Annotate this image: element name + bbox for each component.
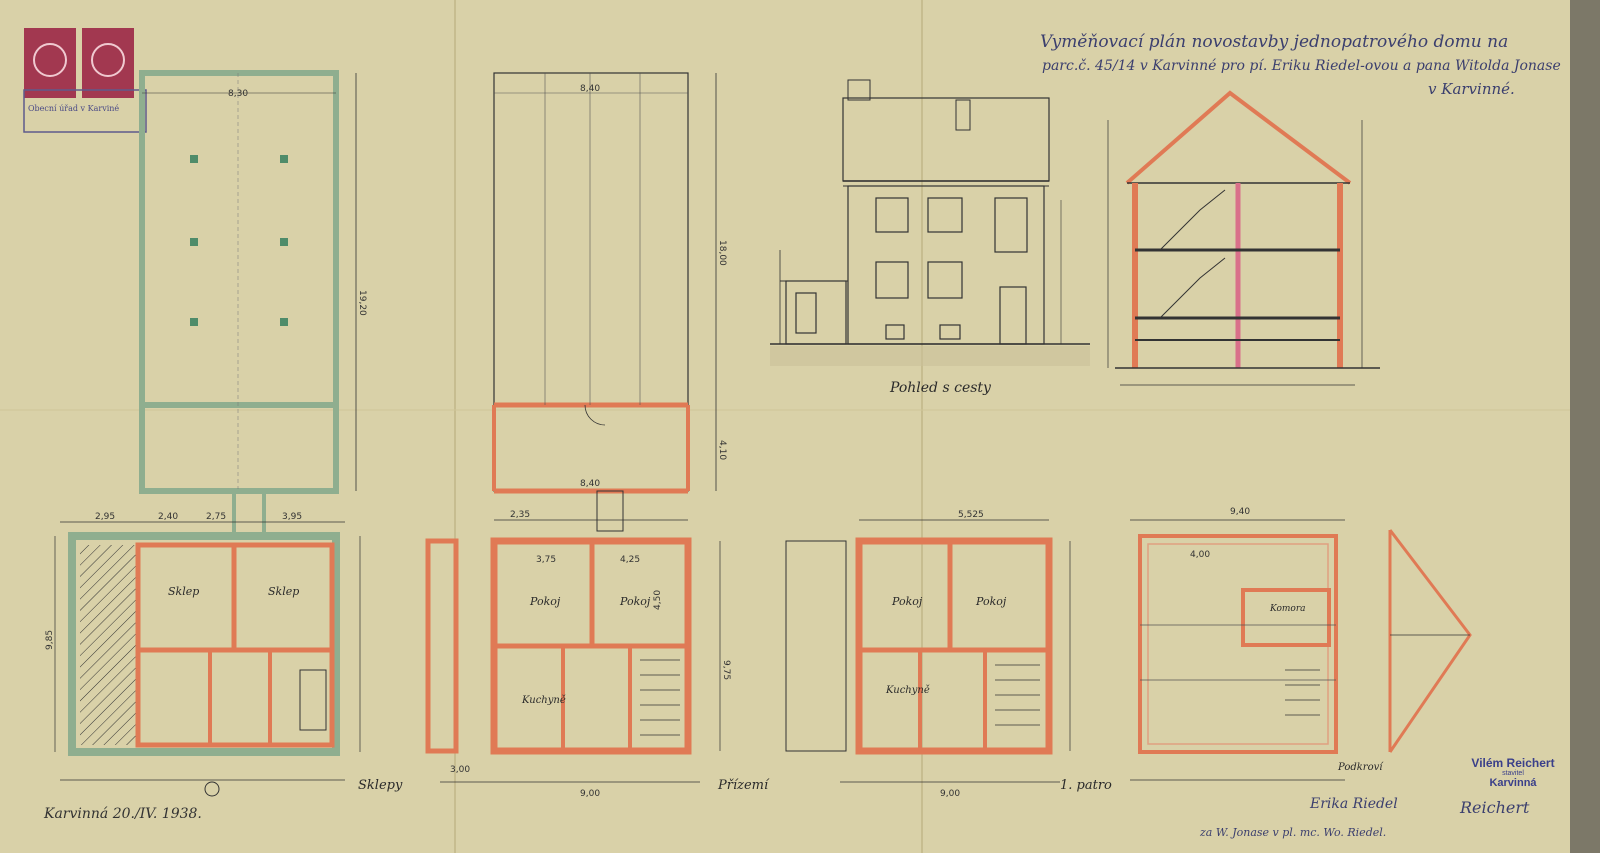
dim-300: 3,00 — [450, 765, 470, 775]
dim-940: 9,40 — [1230, 507, 1250, 517]
proxy-signature: za W. Jonase v pl. mc. Wo. Riedel. — [1200, 826, 1387, 839]
sheet-edge — [1570, 0, 1600, 853]
room-komora: Komora — [1270, 604, 1306, 614]
ground-outline-plan — [492, 72, 717, 532]
owner-signature: Erika Riedel — [1310, 796, 1398, 812]
attic-label: Podkroví — [1338, 762, 1383, 773]
room-pokoj-4: Pokoj — [976, 595, 1007, 608]
dim-840b: 8,40 — [580, 479, 600, 489]
dim-1920: 19,20 — [357, 290, 367, 316]
room-pokoj-3: Pokoj — [892, 595, 923, 608]
room-pokoj-1: Pokoj — [530, 595, 561, 608]
builder-city: Karvinná — [1489, 777, 1537, 789]
room-pokoj-2: Pokoj — [620, 595, 651, 608]
attic-plan — [1130, 519, 1472, 781]
title-line-1: Vyměňovací plán novostavby jednopatrovéh… — [1040, 32, 1509, 52]
builder-title: stavitel — [1502, 770, 1524, 777]
first-floor-plan — [785, 519, 1071, 783]
dim-275: 2,75 — [206, 512, 226, 522]
dim-395: 3,95 — [282, 512, 302, 522]
dim-235: 2,35 — [510, 510, 530, 520]
dim-985: 9,85 — [45, 630, 55, 650]
dim-900a: 9,00 — [580, 789, 600, 799]
room-kuchyne: Kuchyně — [522, 695, 566, 706]
dim-425: 4,25 — [620, 555, 640, 565]
place-date: Karvinná 20./IV. 1938. — [44, 806, 202, 822]
dim-450: 4,50 — [653, 590, 663, 610]
dim-900b: 9,00 — [940, 789, 960, 799]
room-sklep-1: Sklep — [168, 585, 200, 598]
dim-375: 3,75 — [536, 555, 556, 565]
ground-floor-plan — [425, 519, 721, 783]
ground-label: Přízemí — [718, 778, 769, 793]
building-section — [1107, 90, 1380, 386]
builder-name: Vilém Reichert — [1471, 756, 1555, 770]
basement-label: Sklepy — [358, 778, 403, 793]
title-line-2: parc.č. 45/14 v Karvinné pro pí. Eriku R… — [1042, 58, 1561, 74]
dim-840: 8,40 — [580, 84, 600, 94]
builder-stamp: Vilém Reichert stavitel Karvinná — [1458, 756, 1568, 789]
office-stamp: Obecní úřad v Karviné — [28, 104, 120, 113]
first-floor-label: 1. patro — [1060, 778, 1112, 793]
dim-295: 2,95 — [95, 512, 115, 522]
basement-plan — [54, 489, 361, 797]
front-elevation — [770, 79, 1090, 366]
builder-signature: Reichert — [1460, 798, 1530, 817]
room-sklep-2: Sklep — [268, 585, 300, 598]
room-kuchyne-2: Kuchyně — [886, 685, 930, 696]
dim-410: 4,10 — [717, 440, 727, 460]
title-line-3: v Karvinné. — [1428, 80, 1515, 98]
dim-1800: 18,00 — [717, 240, 727, 266]
revenue-stamps — [23, 28, 147, 133]
dim-400: 4,00 — [1190, 550, 1210, 560]
dim-830: 8,30 — [228, 89, 248, 99]
dim-975: 9,75 — [721, 660, 731, 680]
dim-552: 5,525 — [958, 510, 984, 520]
dim-240: 2,40 — [158, 512, 178, 522]
elevation-label: Pohled s cesty — [890, 380, 991, 396]
